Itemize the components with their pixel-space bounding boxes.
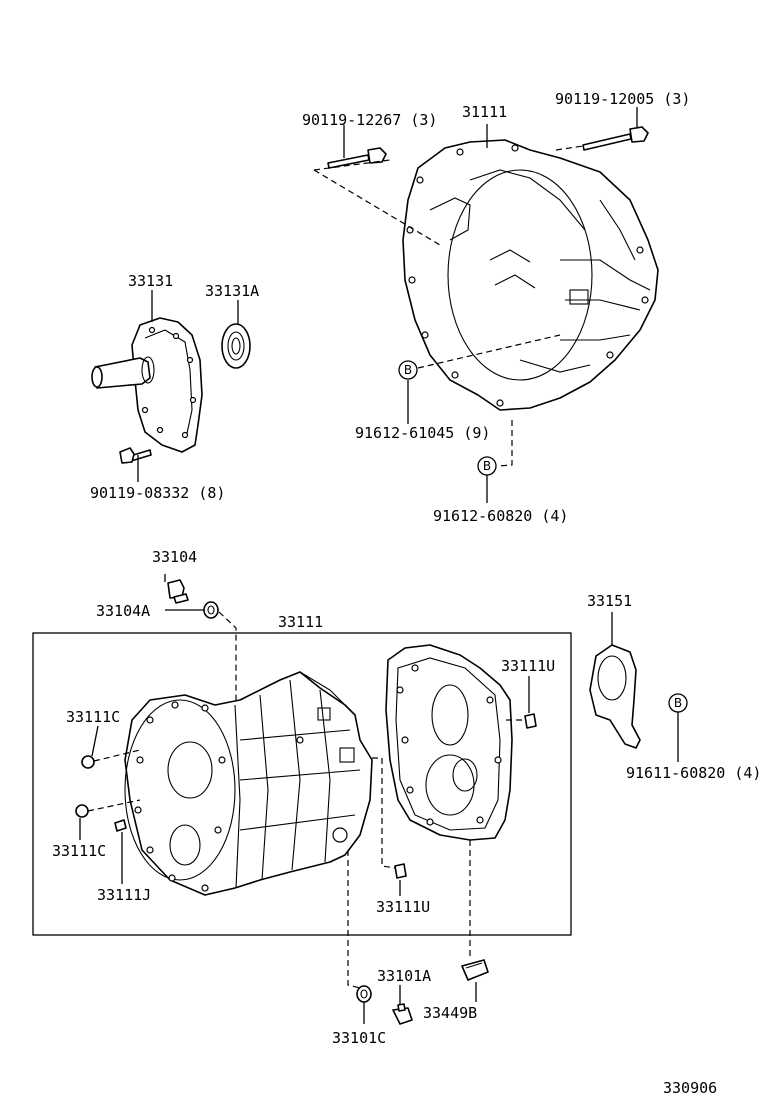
straight-pin-33111C-top[interactable]: [81, 755, 95, 769]
label-33131: 33131: [128, 272, 173, 290]
label-33151: 33151: [587, 592, 632, 610]
label-33111: 33111: [278, 613, 323, 631]
cover-33151[interactable]: [589, 644, 641, 749]
label-33101C: 33101C: [332, 1029, 386, 1047]
label-33111C-bottom: 33111C: [52, 842, 106, 860]
pin-33111U-top[interactable]: [524, 713, 537, 729]
label-91611-60820: 91611-60820 (4): [626, 764, 760, 782]
plug-33101A[interactable]: [392, 1003, 413, 1025]
transmission-case-33111[interactable]: [124, 671, 373, 896]
label-33111U-bottom: 33111U: [376, 898, 430, 916]
label-33111C-top: 33111C: [66, 708, 120, 726]
gasket-33101C[interactable]: [356, 985, 372, 1003]
label-33131A: 33131A: [205, 282, 259, 300]
dashed-guides: [87, 145, 584, 989]
bolt-90119-12005[interactable]: [582, 126, 649, 151]
circle-marker-b-3: B: [668, 693, 688, 713]
front-bearing-retainer-33131[interactable]: [91, 317, 203, 453]
diagram-id: 330906: [663, 1079, 717, 1097]
svg-text:B: B: [674, 696, 682, 710]
circle-marker-b-2: B: [477, 456, 497, 476]
label-33104A: 33104A: [96, 602, 150, 620]
straight-pin-33111C-bottom[interactable]: [75, 804, 89, 818]
label-90119-12267: 90119-12267 (3): [302, 111, 437, 129]
breather-33449B[interactable]: [461, 959, 489, 981]
label-90119-12005: 90119-12005 (3): [555, 90, 690, 108]
label-33111U-top: 33111U: [501, 657, 555, 675]
label-33104: 33104: [152, 548, 197, 566]
label-33101A: 33101A: [377, 967, 431, 985]
leader-lines: [79, 107, 679, 1024]
label-91612-61045: 91612-61045 (9): [355, 424, 490, 442]
case-assembly-frame: [32, 632, 572, 936]
oil-seal-33131A[interactable]: [221, 323, 251, 369]
svg-text:B: B: [404, 363, 412, 377]
label-31111: 31111: [462, 103, 507, 121]
intermediate-plate[interactable]: [385, 644, 513, 841]
plug-33104[interactable]: [167, 579, 189, 604]
label-33111J: 33111J: [97, 886, 151, 904]
label-90119-08332: 90119-08332 (8): [90, 484, 225, 502]
bell-housing-31111[interactable]: [402, 139, 659, 411]
bolt-90119-12267[interactable]: [327, 147, 387, 169]
pin-33111U-bottom[interactable]: [394, 863, 407, 879]
label-91612-60820: 91612-60820 (4): [433, 507, 568, 525]
circle-marker-b-1: B: [398, 360, 418, 380]
gasket-33104A[interactable]: [203, 601, 219, 619]
svg-text:B: B: [483, 459, 491, 473]
pin-33111J[interactable]: [114, 819, 127, 832]
label-33449B: 33449B: [423, 1004, 477, 1022]
bolt-90119-08332[interactable]: [119, 447, 152, 464]
